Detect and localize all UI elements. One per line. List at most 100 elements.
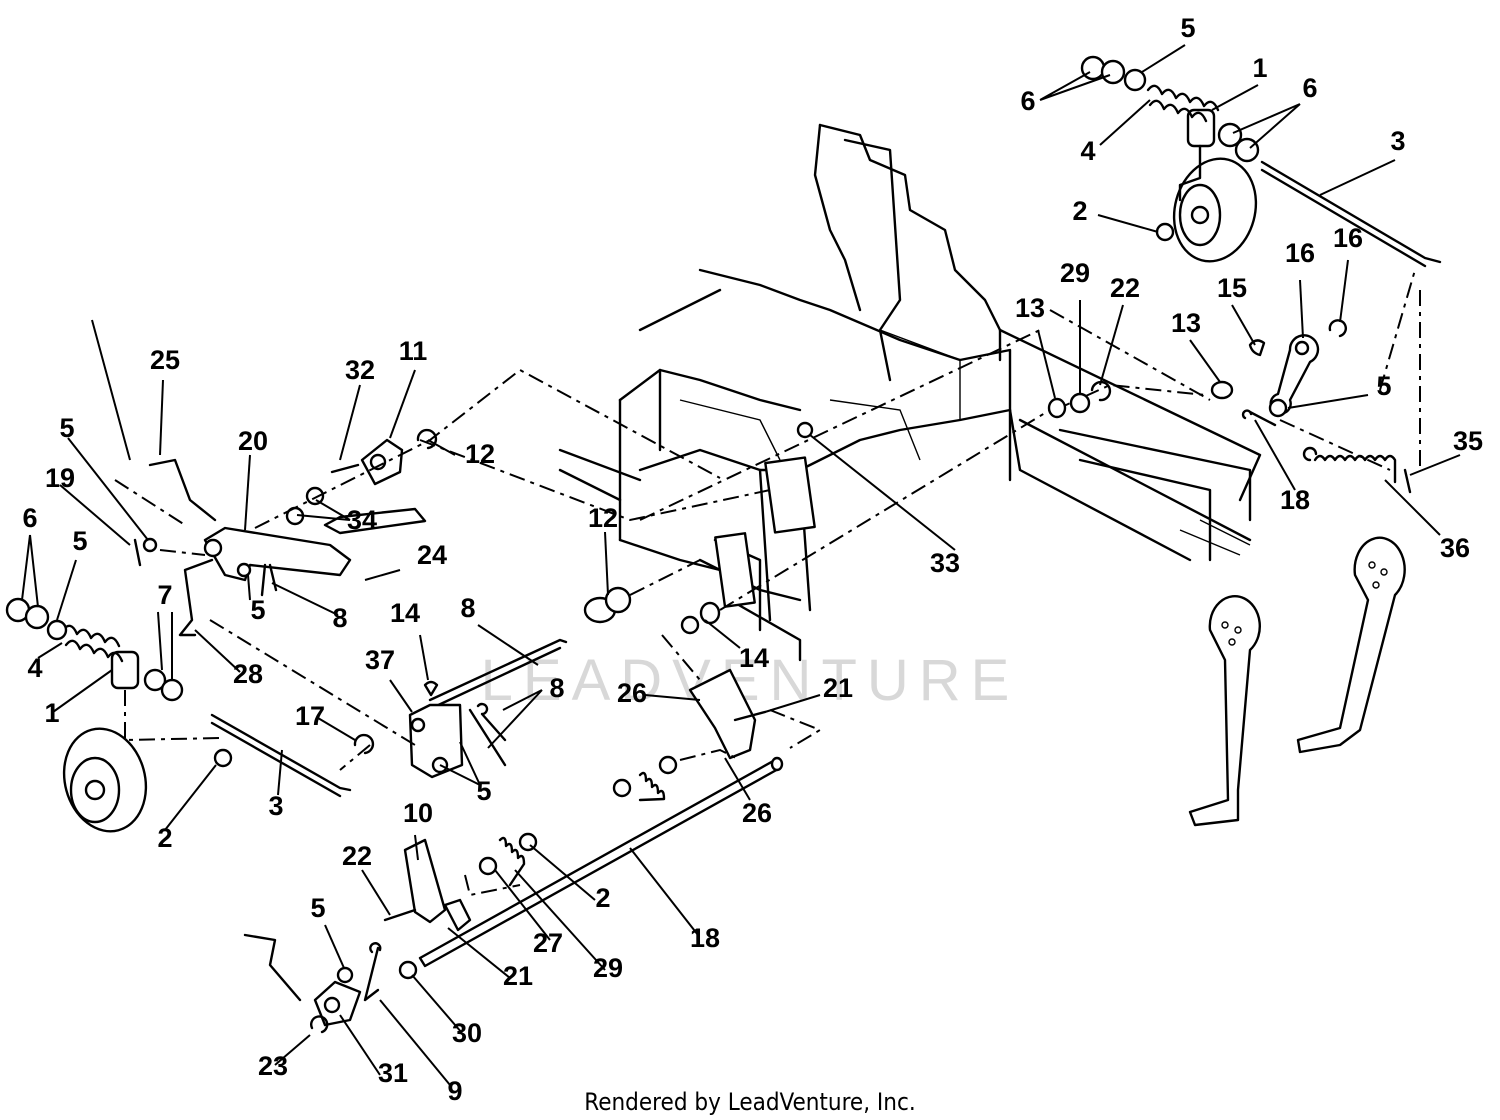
callout-label: 24 [417, 540, 447, 570]
brake-rod-left [210, 713, 352, 792]
callout-label: 6 [1020, 86, 1035, 116]
callout-label: 18 [690, 923, 720, 953]
e-clip-icon [1328, 319, 1347, 338]
callout-label: 10 [403, 798, 433, 828]
callout-label: 37 [365, 645, 395, 675]
callout-label: 12 [588, 503, 618, 533]
callout-label: 2 [157, 823, 172, 853]
brake-drum-left [62, 727, 148, 833]
brake-pedal-left [1188, 595, 1261, 827]
bracket-25 [688, 668, 757, 760]
nut-icon [160, 678, 184, 702]
e-clip-16 [353, 733, 375, 755]
callout-label: 5 [310, 893, 325, 923]
bushing-icon [1210, 380, 1234, 400]
bolt-21 [733, 710, 767, 722]
spring-28 [498, 836, 526, 887]
callout-label: 5 [476, 776, 491, 806]
callout-label: 28 [233, 659, 263, 689]
callout-label: 17 [295, 701, 325, 731]
callout-label: 8 [332, 603, 347, 633]
cotter-pin-8c [363, 942, 382, 1002]
nut-icon [612, 778, 632, 798]
callout-label: 11 [399, 336, 428, 366]
callout-label: 5 [59, 413, 74, 443]
callout-label: 14 [739, 643, 769, 673]
callout-label: 1 [1252, 53, 1267, 83]
spring-35 [1313, 454, 1397, 484]
callout-label: 6 [1302, 73, 1317, 103]
callout-label: 4 [1080, 136, 1095, 166]
spring-right [1146, 84, 1220, 123]
key-14 [423, 680, 439, 697]
cotter-pin-icon [1241, 409, 1277, 427]
nut-icon [658, 755, 678, 775]
callout-label: 3 [1390, 126, 1405, 156]
brake-drum-right [1155, 108, 1258, 263]
callout-label: 34 [347, 505, 377, 535]
callout-label: 13 [1171, 308, 1201, 338]
nut-icon [1217, 122, 1243, 148]
callout-label: 25 [150, 345, 180, 375]
callout-label: 32 [345, 355, 375, 385]
washer-icon [1268, 398, 1288, 418]
callout-label: 29 [1060, 258, 1090, 288]
washer-29 [398, 960, 418, 980]
nut-32 [796, 421, 814, 439]
callout-label: 2 [595, 883, 610, 913]
callout-label: 33 [930, 548, 960, 578]
nut-icon [1234, 137, 1260, 163]
callout-label: 29 [593, 953, 623, 983]
callout-label: 5 [250, 595, 265, 625]
callout-label: 26 [617, 678, 647, 708]
rod-24 [148, 458, 217, 522]
rod-27 [178, 558, 214, 637]
callout-label: 8 [549, 673, 564, 703]
washer-icon [336, 966, 354, 984]
callout-label: 5 [1180, 13, 1195, 43]
callout-label: 30 [452, 1018, 482, 1048]
cotter-pin-8b [468, 702, 507, 767]
rod-7 [428, 638, 568, 702]
callout-label: 18 [1280, 485, 1310, 515]
callout-label: 23 [258, 1051, 288, 1081]
leader-lines [21, 44, 1461, 1086]
callout-label: 31 [378, 1058, 408, 1088]
callout-label: 26 [742, 798, 772, 828]
callout-label: 35 [1453, 426, 1483, 456]
callout-label: 5 [1376, 371, 1391, 401]
spring-left [61, 624, 121, 648]
spring-26 [638, 771, 666, 802]
lever-19 [203, 526, 352, 582]
callout-label: 13 [1015, 293, 1045, 323]
callout-label: 22 [1110, 273, 1140, 303]
callout-label: 27 [533, 928, 563, 958]
nut-icon [24, 604, 50, 630]
callout-label: 20 [238, 426, 268, 456]
callout-label: 12 [465, 439, 495, 469]
callout-label: 19 [45, 463, 75, 493]
key-icon [1248, 339, 1266, 357]
callout-labels: 1 1 2 2 2 3 3 4 4 5 5 5 5 5 5 5 6 6 6 7 … [22, 13, 1483, 1106]
footer-credit: Rendered by LeadVenture, Inc. [584, 1088, 915, 1116]
callout-label: 15 [1217, 273, 1247, 303]
callout-label: 3 [268, 791, 283, 821]
washer-icon [1123, 68, 1147, 92]
nut-icon [143, 668, 167, 692]
callout-label: 16 [1333, 223, 1363, 253]
callout-label: 4 [27, 653, 42, 683]
callout-label: 1 [44, 698, 59, 728]
callout-label: 21 [823, 673, 853, 703]
nut-icon [478, 856, 498, 876]
pin-34 [1403, 468, 1412, 494]
bolt-31 [330, 463, 360, 474]
nut-icon [1100, 59, 1126, 85]
callout-label: 6 [22, 503, 37, 533]
brake-pedal-right [1296, 536, 1406, 754]
callout-label: 7 [157, 580, 172, 610]
callout-label: 14 [390, 598, 420, 628]
callout-label: 21 [503, 961, 533, 991]
callout-label: 8 [460, 593, 475, 623]
brake-rod-right [1260, 160, 1442, 264]
callout-label: 9 [447, 1076, 462, 1106]
